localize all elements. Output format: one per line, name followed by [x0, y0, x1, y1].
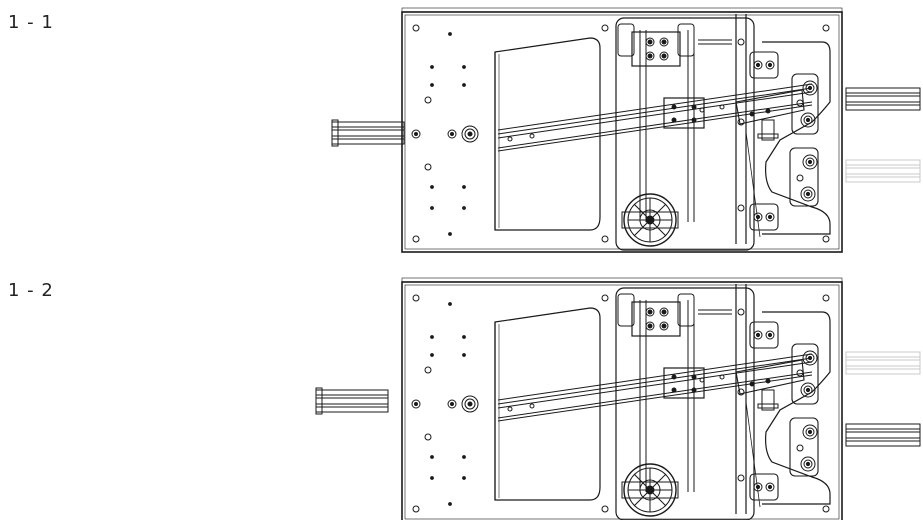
upper-right-shaft-1-1	[845, 87, 921, 111]
view-label-1-1: 1 - 1	[8, 12, 54, 33]
view-1-2-drawing	[315, 277, 921, 520]
upper-right-shaft-1-2	[845, 351, 921, 375]
view-label-1-2: 1 - 2	[8, 280, 54, 301]
view-1-1-drawing	[331, 7, 921, 253]
left-shaft-1-1	[331, 119, 405, 147]
left-shaft-1-2	[315, 387, 389, 415]
lower-right-shaft-1-2	[845, 423, 921, 447]
lower-right-shaft-1-1	[845, 159, 921, 183]
